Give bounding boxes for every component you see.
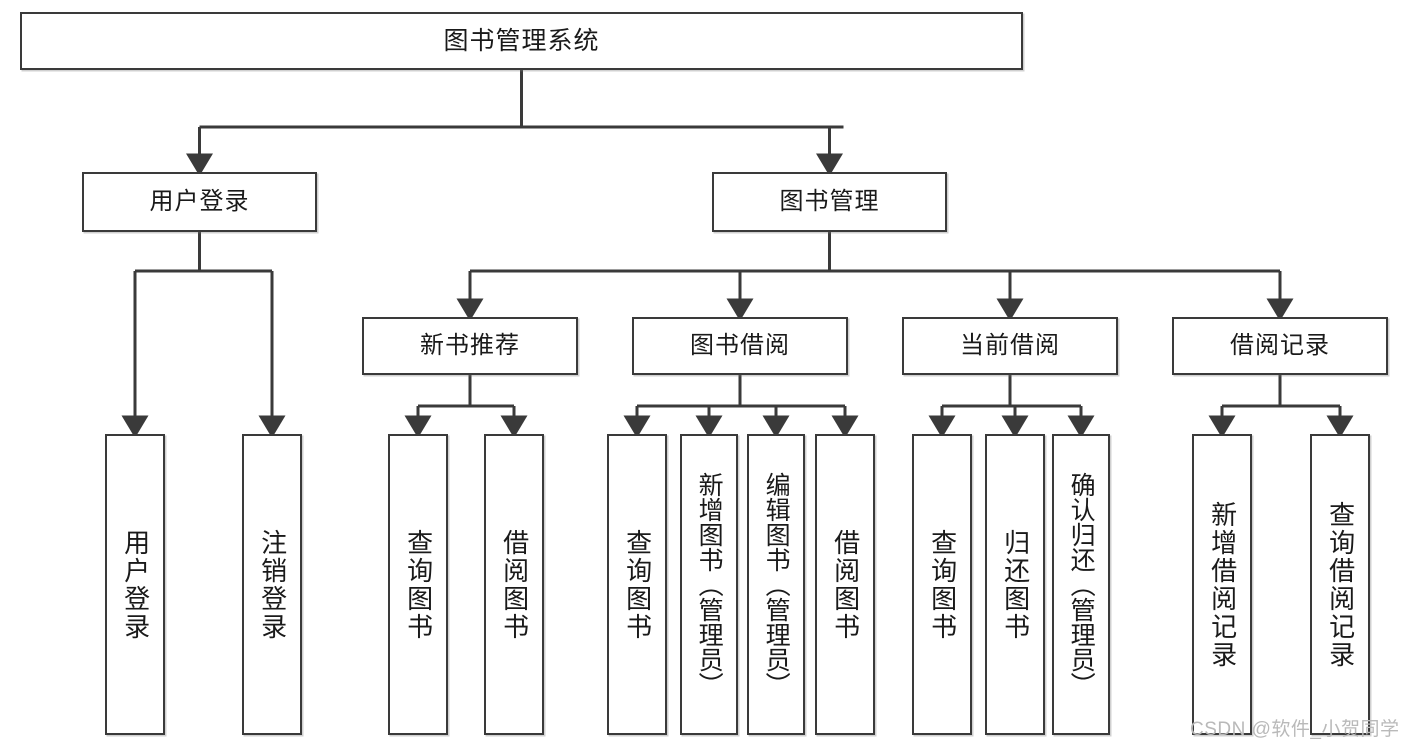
node-leaf-add-book-label: 新增图书（管理员） bbox=[695, 472, 724, 697]
node-new-book-rec-label: 新书推荐 bbox=[420, 331, 520, 359]
node-leaf-query-book-1-label: 查询图书 bbox=[403, 528, 434, 641]
node-book-borrow-label: 图书借阅 bbox=[690, 331, 790, 359]
csdn-watermark: CSDN @软件_小贺同学 bbox=[1190, 719, 1400, 740]
node-leaf-query-book-3[interactable]: 查询图书 bbox=[912, 434, 972, 735]
node-leaf-borrow-book-2-label: 借阅图书 bbox=[830, 528, 861, 641]
node-leaf-borrow-book-2[interactable]: 借阅图书 bbox=[815, 434, 875, 735]
node-root-label: 图书管理系统 bbox=[443, 27, 600, 55]
node-leaf-query-book-3-label: 查询图书 bbox=[927, 528, 958, 641]
node-leaf-add-record-label: 新增借阅记录 bbox=[1207, 500, 1238, 669]
node-root[interactable]: 图书管理系统 bbox=[20, 12, 1023, 70]
node-leaf-query-record[interactable]: 查询借阅记录 bbox=[1310, 434, 1370, 735]
node-borrow-record[interactable]: 借阅记录 bbox=[1172, 317, 1388, 375]
node-new-book-rec[interactable]: 新书推荐 bbox=[362, 317, 578, 375]
node-current-borrow-label: 当前借阅 bbox=[960, 331, 1060, 359]
node-leaf-user-login-label: 用户登录 bbox=[120, 528, 151, 641]
node-leaf-user-login[interactable]: 用户登录 bbox=[105, 434, 165, 735]
node-leaf-query-book-2[interactable]: 查询图书 bbox=[607, 434, 667, 735]
node-leaf-return-book[interactable]: 归还图书 bbox=[985, 434, 1045, 735]
node-user-login-label: 用户登录 bbox=[149, 187, 250, 215]
node-leaf-confirm-return[interactable]: 确认归还（管理员） bbox=[1052, 434, 1110, 735]
node-leaf-query-record-label: 查询借阅记录 bbox=[1325, 500, 1356, 669]
node-leaf-logout[interactable]: 注销登录 bbox=[242, 434, 302, 735]
node-book-manage-label: 图书管理 bbox=[779, 187, 880, 215]
node-book-borrow[interactable]: 图书借阅 bbox=[632, 317, 848, 375]
node-leaf-query-book-2-label: 查询图书 bbox=[622, 528, 653, 641]
node-leaf-edit-book-label: 编辑图书（管理员） bbox=[762, 472, 791, 697]
node-leaf-add-book[interactable]: 新增图书（管理员） bbox=[680, 434, 738, 735]
node-leaf-borrow-book-1[interactable]: 借阅图书 bbox=[484, 434, 544, 735]
node-leaf-logout-label: 注销登录 bbox=[257, 528, 288, 641]
node-user-login[interactable]: 用户登录 bbox=[82, 172, 317, 232]
node-leaf-confirm-return-label: 确认归还（管理员） bbox=[1067, 472, 1096, 697]
node-borrow-record-label: 借阅记录 bbox=[1230, 331, 1330, 359]
node-leaf-return-book-label: 归还图书 bbox=[1000, 528, 1031, 641]
node-current-borrow[interactable]: 当前借阅 bbox=[902, 317, 1118, 375]
node-leaf-query-book-1[interactable]: 查询图书 bbox=[388, 434, 448, 735]
node-leaf-edit-book[interactable]: 编辑图书（管理员） bbox=[747, 434, 805, 735]
node-book-manage[interactable]: 图书管理 bbox=[712, 172, 947, 232]
node-leaf-add-record[interactable]: 新增借阅记录 bbox=[1192, 434, 1252, 735]
node-leaf-borrow-book-1-label: 借阅图书 bbox=[499, 528, 530, 641]
